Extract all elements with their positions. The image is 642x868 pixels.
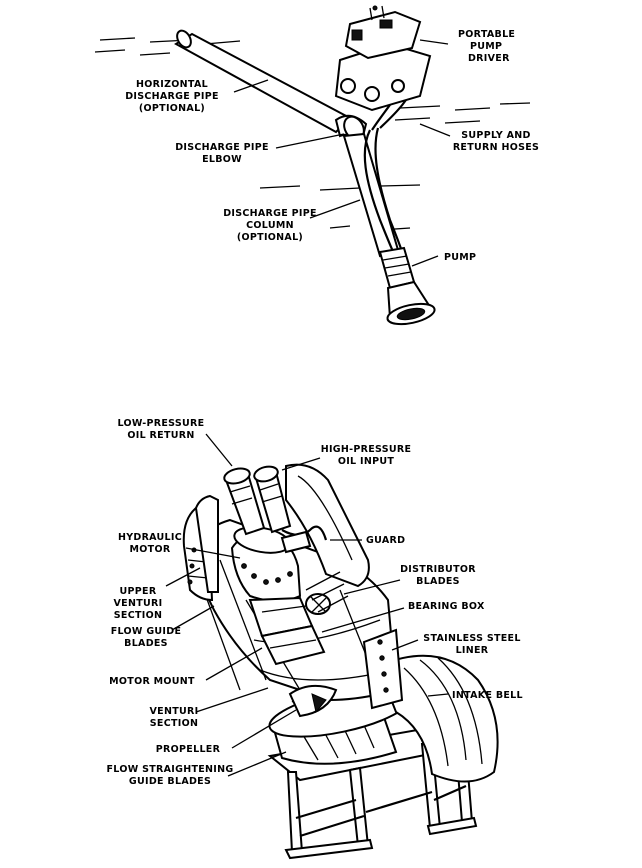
bottom-leader-lines bbox=[165, 433, 449, 777]
label-line: GUARD bbox=[366, 535, 405, 546]
label-line: ELBOW bbox=[202, 154, 242, 165]
label-line: PORTABLE bbox=[458, 29, 515, 40]
label-hydraulic-motor: HYDRAULIC MOTOR bbox=[118, 532, 182, 555]
label-line: VENTURI bbox=[114, 598, 163, 609]
label-line: SECTION bbox=[114, 610, 162, 621]
label-line: PROPELLER bbox=[156, 744, 221, 755]
label-line: DISTRIBUTOR bbox=[400, 564, 476, 575]
label-line: LINER bbox=[456, 645, 489, 656]
portable-pump-driver bbox=[334, 5, 432, 112]
pump-unit bbox=[378, 246, 436, 326]
label-propeller: PROPELLER bbox=[156, 744, 221, 755]
upper-venturi-section bbox=[187, 494, 219, 593]
label-line: DRIVER bbox=[468, 53, 510, 64]
water-surface-lines bbox=[94, 37, 531, 231]
propeller bbox=[288, 684, 338, 718]
intake-bell bbox=[376, 654, 499, 783]
label-line: SUPPLY AND bbox=[461, 130, 530, 141]
label-line: RETURN HOSES bbox=[453, 142, 539, 153]
label-high-pressure-oil-input: HIGH-PRESSURE OIL INPUT bbox=[321, 444, 412, 467]
label-line: (OPTIONAL) bbox=[139, 103, 205, 114]
label-line: COLUMN bbox=[246, 220, 294, 231]
label-flow-straightening-guide-blades: FLOW STRAIGHTENING GUIDE BLADES bbox=[107, 764, 234, 787]
label-discharge-pipe-elbow: DISCHARGE PIPE ELBOW bbox=[175, 142, 269, 165]
label-line: BLADES bbox=[124, 638, 168, 649]
label-distributor-blades: DISTRIBUTOR BLADES bbox=[400, 564, 476, 587]
label-line: PUMP bbox=[444, 252, 476, 263]
label-stainless-steel-liner: STAINLESS STEEL LINER bbox=[423, 633, 520, 656]
label-line: STAINLESS STEEL bbox=[423, 633, 520, 644]
label-upper-venturi-section: UPPER VENTURI SECTION bbox=[114, 586, 163, 621]
label-guard: GUARD bbox=[366, 535, 405, 546]
label-line: HYDRAULIC bbox=[118, 532, 182, 543]
label-line: PUMP bbox=[470, 41, 502, 52]
label-line: DISCHARGE PIPE bbox=[175, 142, 269, 153]
bearing-box bbox=[248, 593, 331, 666]
label-line: LOW-PRESSURE bbox=[118, 418, 205, 429]
bottom-diagram: LOW-PRESSURE OIL RETURN HIGH-PRESSURE OI… bbox=[107, 418, 523, 860]
guard bbox=[285, 463, 370, 588]
label-line: UPPER bbox=[120, 586, 157, 597]
label-line: OIL RETURN bbox=[127, 430, 194, 441]
label-supply-return-hoses: SUPPLY AND RETURN HOSES bbox=[453, 130, 539, 153]
label-intake-bell: INTAKE BELL bbox=[452, 690, 523, 701]
label-horizontal-discharge-pipe: HORIZONTAL DISCHARGE PIPE (OPTIONAL) bbox=[125, 79, 219, 114]
label-line: BLADES bbox=[416, 576, 460, 587]
oil-pipes bbox=[223, 465, 328, 554]
label-line: SECTION bbox=[150, 718, 198, 729]
top-leader-lines bbox=[233, 39, 451, 267]
label-line: DISCHARGE PIPE bbox=[125, 91, 219, 102]
top-diagram: PORTABLE PUMP DRIVER HORIZONTAL DISCHARG… bbox=[94, 5, 539, 326]
label-line: DISCHARGE PIPE bbox=[223, 208, 317, 219]
label-line: (OPTIONAL) bbox=[237, 232, 303, 243]
distributor-blades bbox=[305, 571, 349, 613]
label-line: FLOW GUIDE bbox=[111, 626, 182, 637]
label-discharge-pipe-column: DISCHARGE PIPE COLUMN (OPTIONAL) bbox=[223, 208, 317, 243]
label-bearing-box: BEARING BOX bbox=[408, 601, 485, 612]
stainless-steel-liner bbox=[362, 628, 404, 710]
label-line: OIL INPUT bbox=[338, 456, 395, 467]
label-line: MOTOR MOUNT bbox=[109, 676, 195, 687]
label-line: INTAKE BELL bbox=[452, 690, 523, 701]
label-portable-pump-driver: PORTABLE PUMP DRIVER bbox=[458, 29, 515, 64]
label-low-pressure-oil-return: LOW-PRESSURE OIL RETURN bbox=[118, 418, 205, 441]
label-line: GUIDE BLADES bbox=[129, 776, 211, 787]
label-line: HIGH-PRESSURE bbox=[321, 444, 412, 455]
label-line: BEARING BOX bbox=[408, 601, 485, 612]
label-venturi-section: VENTURI SECTION bbox=[150, 706, 199, 729]
hydraulic-motor bbox=[230, 526, 302, 602]
label-line: FLOW STRAIGHTENING bbox=[107, 764, 234, 775]
label-line: HORIZONTAL bbox=[136, 79, 208, 90]
label-motor-mount: MOTOR MOUNT bbox=[109, 676, 195, 687]
label-line: VENTURI bbox=[150, 706, 199, 717]
label-pump: PUMP bbox=[444, 252, 476, 263]
label-flow-guide-blades: FLOW GUIDE BLADES bbox=[111, 626, 182, 649]
label-line: MOTOR bbox=[130, 544, 171, 555]
